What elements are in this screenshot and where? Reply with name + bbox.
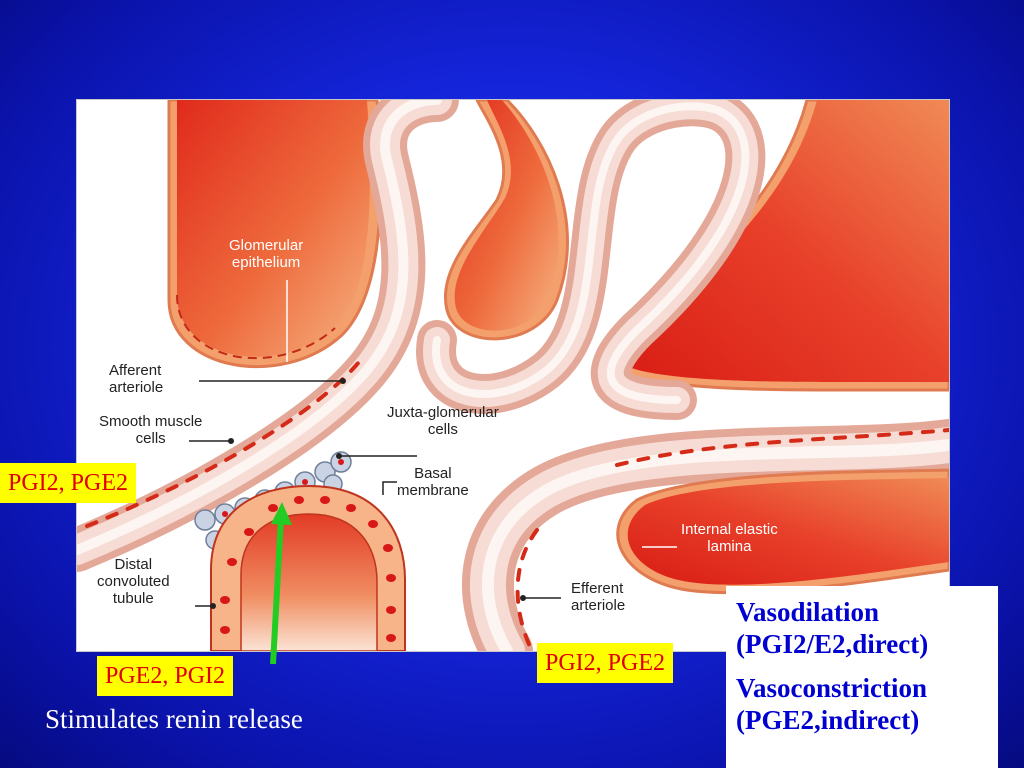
vasoconstriction-label: Vasoconstriction <box>736 673 928 703</box>
label-line: Distal <box>114 556 153 573</box>
label-internal-elastic-lamina: Internal elastic lamina <box>681 521 778 555</box>
label-line: Juxta-glomerular <box>387 404 499 421</box>
label-line: membrane <box>397 482 469 499</box>
label-line: cells <box>427 421 458 438</box>
efferent-lumen <box>616 468 949 595</box>
leader-endpoints <box>210 378 526 609</box>
label-line: lamina <box>707 538 752 555</box>
label-line: arteriole <box>109 379 164 396</box>
label-line: Internal elastic <box>681 521 778 538</box>
vasoconstriction-detail: (PGE2,indirect) <box>736 705 920 735</box>
label-line: arteriole <box>571 597 626 614</box>
label-afferent-arteriole: Afferent arteriole <box>109 362 163 396</box>
renin-caption: Stimulates renin release <box>45 704 303 734</box>
smooth-muscle-nuclei <box>85 360 949 651</box>
label-basal-membrane: Basal membrane <box>397 465 469 499</box>
vasodilation-detail: (PGI2/E2,direct) <box>736 629 929 659</box>
label-line: Efferent <box>571 580 624 597</box>
juxtaglomerular-diagram: Glomerular epithelium Afferent arteriole… <box>76 99 950 652</box>
label-distal-convoluted-tubule: Distal convoluted tubule <box>97 556 170 607</box>
label-glomerular-epithelium: Glomerular epithelium <box>229 237 303 271</box>
diagram-artwork <box>77 100 949 651</box>
distal-convoluted-tubule <box>210 484 406 651</box>
arteriole-walls <box>77 100 949 651</box>
glomerular-capillary-right <box>605 100 949 392</box>
label-line: Afferent <box>109 362 162 379</box>
label-line: epithelium <box>231 254 301 271</box>
label-line: Basal <box>414 465 452 482</box>
leader-lines <box>189 280 677 607</box>
label-efferent-arteriole: Efferent arteriole <box>571 580 625 614</box>
afferent-prostaglandins-box: PGI2, PGE2 <box>0 463 137 503</box>
label-line: convoluted <box>97 573 170 590</box>
effects-box: Vasodilation (PGI2/E2,direct) Vasoconstr… <box>726 586 998 768</box>
label-line: tubule <box>112 590 154 607</box>
glomerular-capillary-left <box>167 100 383 369</box>
label-juxta-glomerular-cells: Juxta-glomerular cells <box>387 404 499 438</box>
label-smooth-muscle-cells: Smooth muscle cells <box>99 413 202 447</box>
label-line: Glomerular <box>229 237 304 254</box>
efferent-prostaglandins-box: PGI2, PGE2 <box>537 643 674 683</box>
glomerular-capillary-middle <box>444 100 569 341</box>
label-line: cells <box>135 430 166 447</box>
label-line: Smooth muscle <box>99 413 203 430</box>
effects-spacer <box>736 660 998 672</box>
vasodilation-label: Vasodilation <box>736 597 880 627</box>
tubule-prostaglandins-box: PGE2, PGI2 <box>97 656 234 696</box>
